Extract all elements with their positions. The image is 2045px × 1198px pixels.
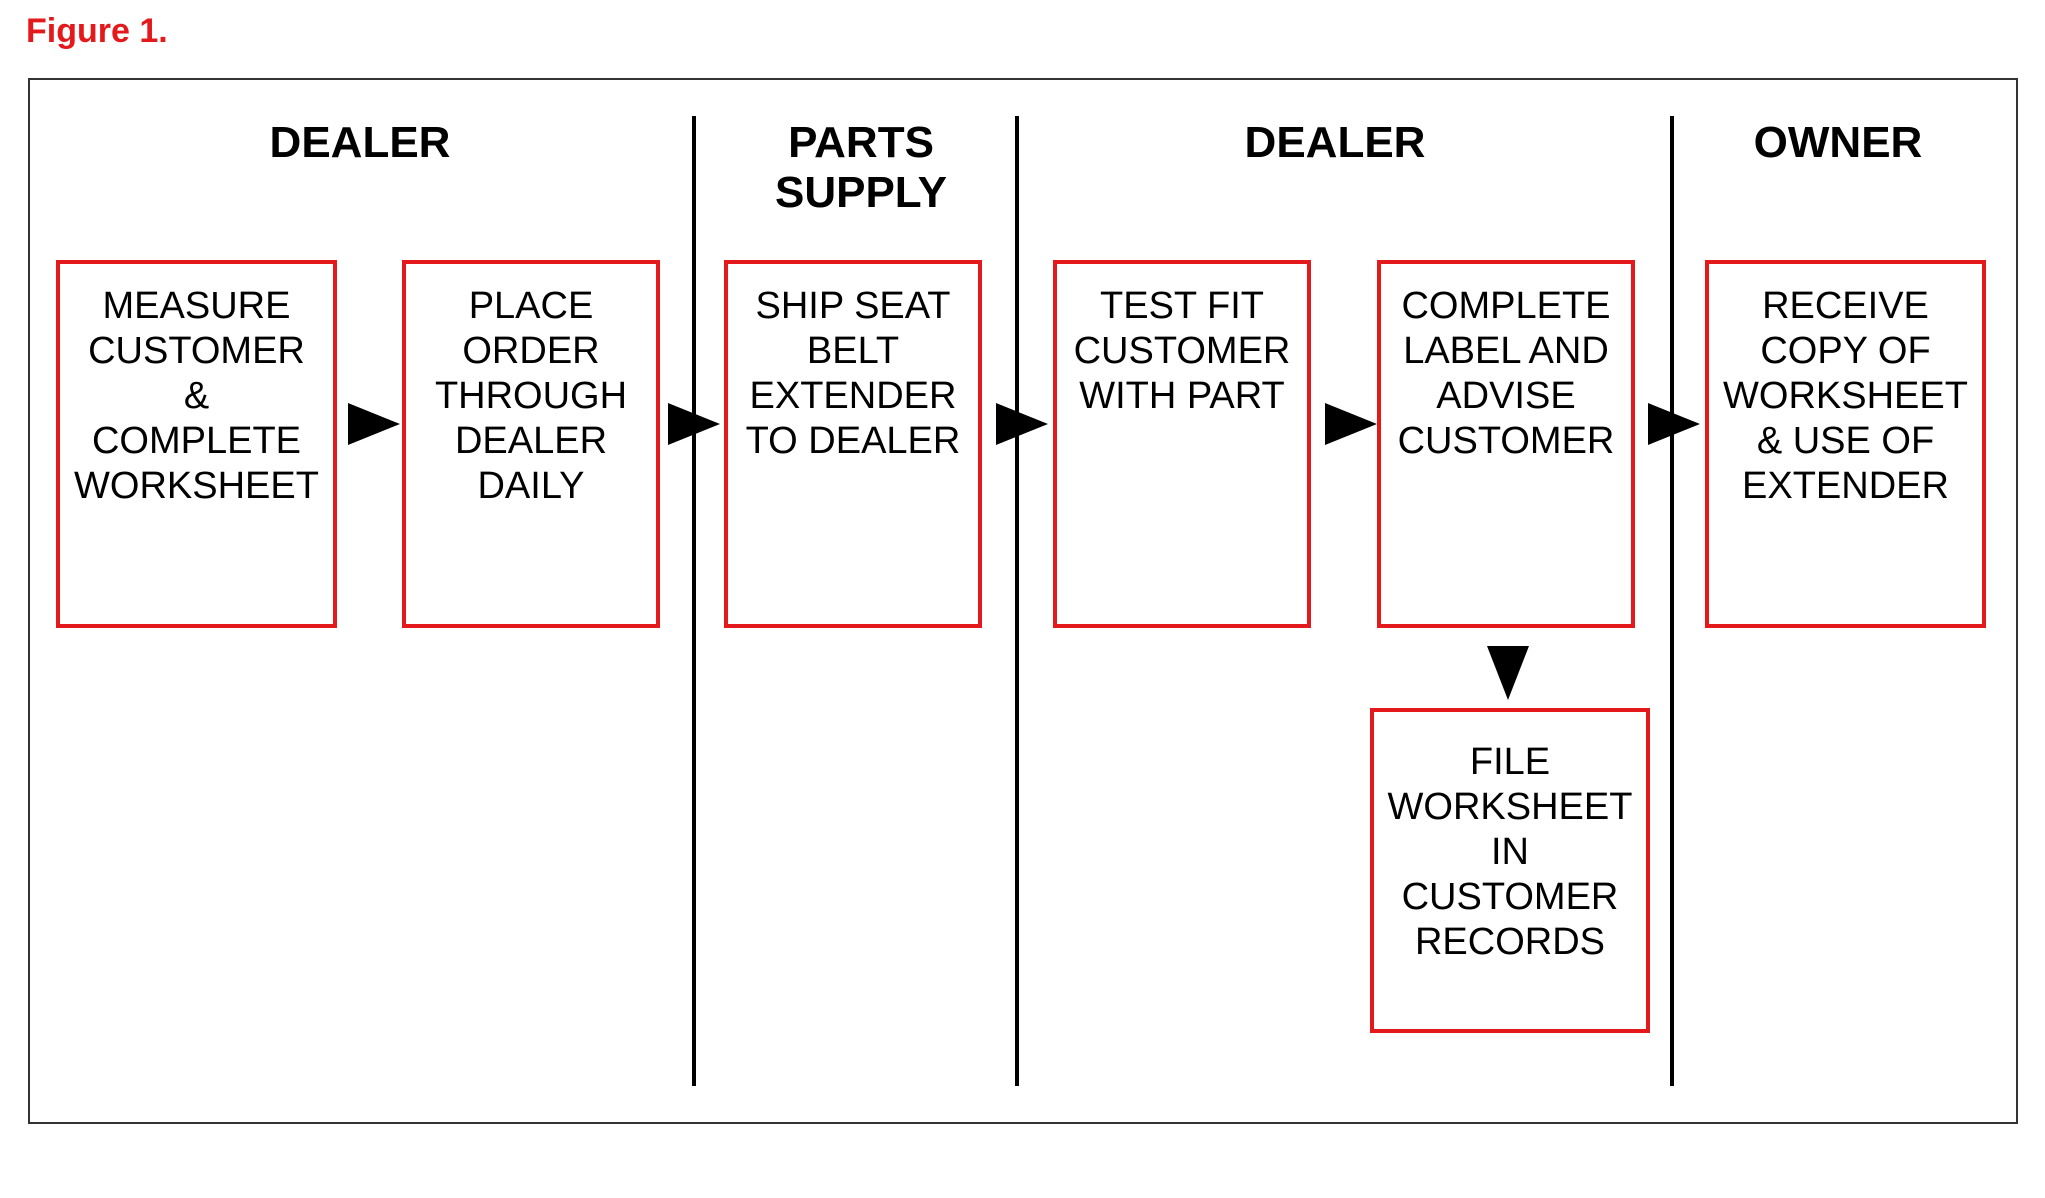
diagram-frame: [28, 78, 2018, 1124]
step-complete-label: COMPLETE LABEL AND ADVISE CUSTOMER: [1377, 260, 1635, 628]
lane-divider: [692, 116, 696, 1086]
step-place-order: PLACE ORDER THROUGH DEALER DAILY: [402, 260, 660, 628]
step-file-worksheet: FILE WORKSHEET IN CUSTOMER RECORDS: [1370, 708, 1650, 1033]
lane-header-owner: OWNER: [1753, 118, 1923, 167]
lane-divider: [1015, 116, 1019, 1086]
flow-arrow-right: [668, 403, 720, 445]
lane-header-dealer: DEALER: [269, 118, 451, 167]
flow-arrow-right: [1648, 403, 1700, 445]
flow-arrow-right: [996, 403, 1048, 445]
lane-divider: [1670, 116, 1674, 1086]
lane-header-parts-supply: PARTS SUPPLY: [774, 118, 948, 217]
lane-header-dealer-2: DEALER: [1244, 118, 1426, 167]
flow-arrow-right: [348, 403, 400, 445]
step-receive-copy: RECEIVE COPY OF WORKSHEET & USE OF EXTEN…: [1705, 260, 1986, 628]
flow-arrow-right: [1325, 403, 1377, 445]
step-ship-extender: SHIP SEAT BELT EXTENDER TO DEALER: [724, 260, 982, 628]
figure-label: Figure 1.: [26, 12, 168, 50]
step-measure-customer: MEASURE CUSTOMER & COMPLETE WORKSHEET: [56, 260, 337, 628]
step-test-fit: TEST FIT CUSTOMER WITH PART: [1053, 260, 1311, 628]
flow-arrow-down: [1487, 646, 1529, 700]
